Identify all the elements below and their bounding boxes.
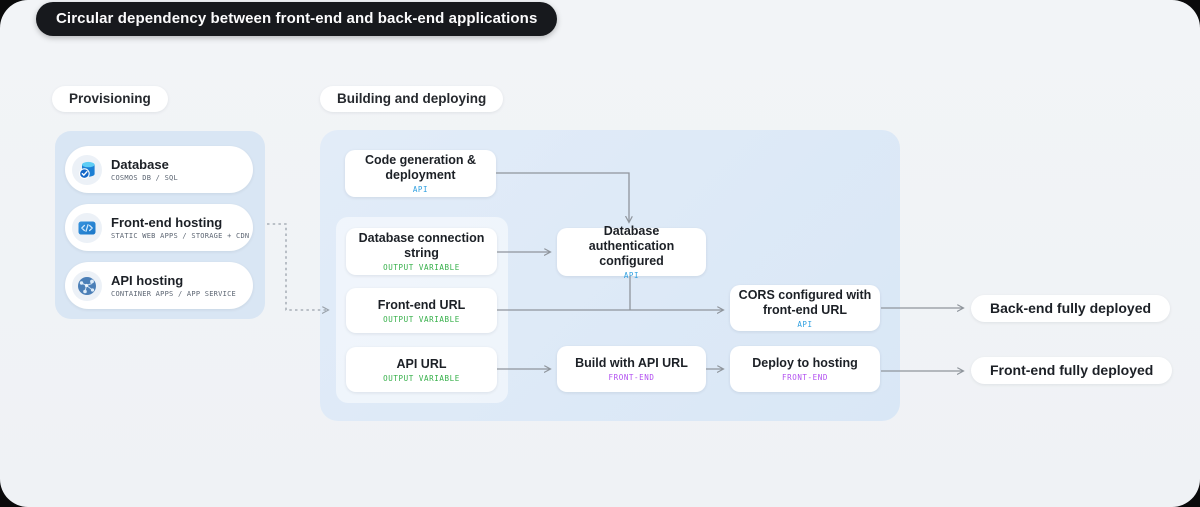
node-title: Code generation & deployment bbox=[364, 153, 477, 182]
node-title: Deploy to hosting bbox=[752, 356, 858, 370]
node-title: Database connection string bbox=[358, 231, 485, 260]
node-tag: API bbox=[412, 185, 429, 194]
card-front-end-hosting: Front-end hosting STATIC WEB APPS / STOR… bbox=[65, 204, 253, 251]
globe-icon bbox=[72, 270, 102, 301]
node-cors-configured: CORS configured with front-end URL API bbox=[730, 285, 880, 331]
node-deploy-to-hosting: Deploy to hosting FRONT-END bbox=[730, 346, 880, 392]
node-tag: FRONT-END bbox=[781, 373, 829, 382]
card-database: Database COSMOS DB / SQL bbox=[65, 146, 253, 193]
node-front-end-url: Front-end URL OUTPUT VARIABLE bbox=[346, 288, 497, 333]
card-subtitle: STATIC WEB APPS / STORAGE + CDN bbox=[111, 232, 250, 240]
node-tag: OUTPUT VARIABLE bbox=[383, 314, 460, 324]
code-window-icon bbox=[72, 212, 102, 243]
card-title: API hosting bbox=[111, 273, 184, 288]
card-title: Database bbox=[111, 157, 169, 172]
node-tag: FRONT-END bbox=[608, 373, 655, 382]
node-tag: OUTPUT VARIABLE bbox=[383, 263, 460, 272]
card-api-hosting: API hosting CONTAINER APPS / APP SERVICE bbox=[65, 262, 253, 309]
section-label-building: Building and deploying bbox=[320, 86, 504, 112]
node-title: Build with API URL bbox=[575, 356, 688, 370]
card-subtitle: CONTAINER APPS / APP SERVICE bbox=[111, 290, 237, 298]
node-db-auth-configured: Database authentication configured API bbox=[557, 224, 706, 280]
node-title: API URL bbox=[396, 356, 447, 371]
node-build-with-api-url: Build with API URL FRONT-END bbox=[557, 346, 706, 392]
node-title: Database authentication configured bbox=[588, 224, 675, 268]
node-tag: API bbox=[623, 271, 640, 280]
node-tag: OUTPUT VARIABLE bbox=[383, 373, 460, 383]
node-title: CORS configured with front-end URL bbox=[738, 287, 872, 317]
database-icon bbox=[72, 154, 102, 185]
result-front-end-deployed: Front-end fully deployed bbox=[971, 357, 1173, 384]
diagram-title: Circular dependency between front-end an… bbox=[36, 2, 558, 36]
node-title: Front-end URL bbox=[377, 297, 466, 312]
section-label-provisioning: Provisioning bbox=[52, 86, 168, 112]
card-title: Front-end hosting bbox=[111, 215, 223, 230]
card-subtitle: COSMOS DB / SQL bbox=[111, 174, 178, 182]
node-api-url: API URL OUTPUT VARIABLE bbox=[346, 347, 497, 392]
node-tag: API bbox=[797, 319, 813, 329]
node-db-connection-string: Database connection string OUTPUT VARIAB… bbox=[346, 228, 497, 275]
node-code-generation: Code generation & deployment API bbox=[345, 150, 496, 197]
result-back-end-deployed: Back-end fully deployed bbox=[971, 295, 1171, 322]
